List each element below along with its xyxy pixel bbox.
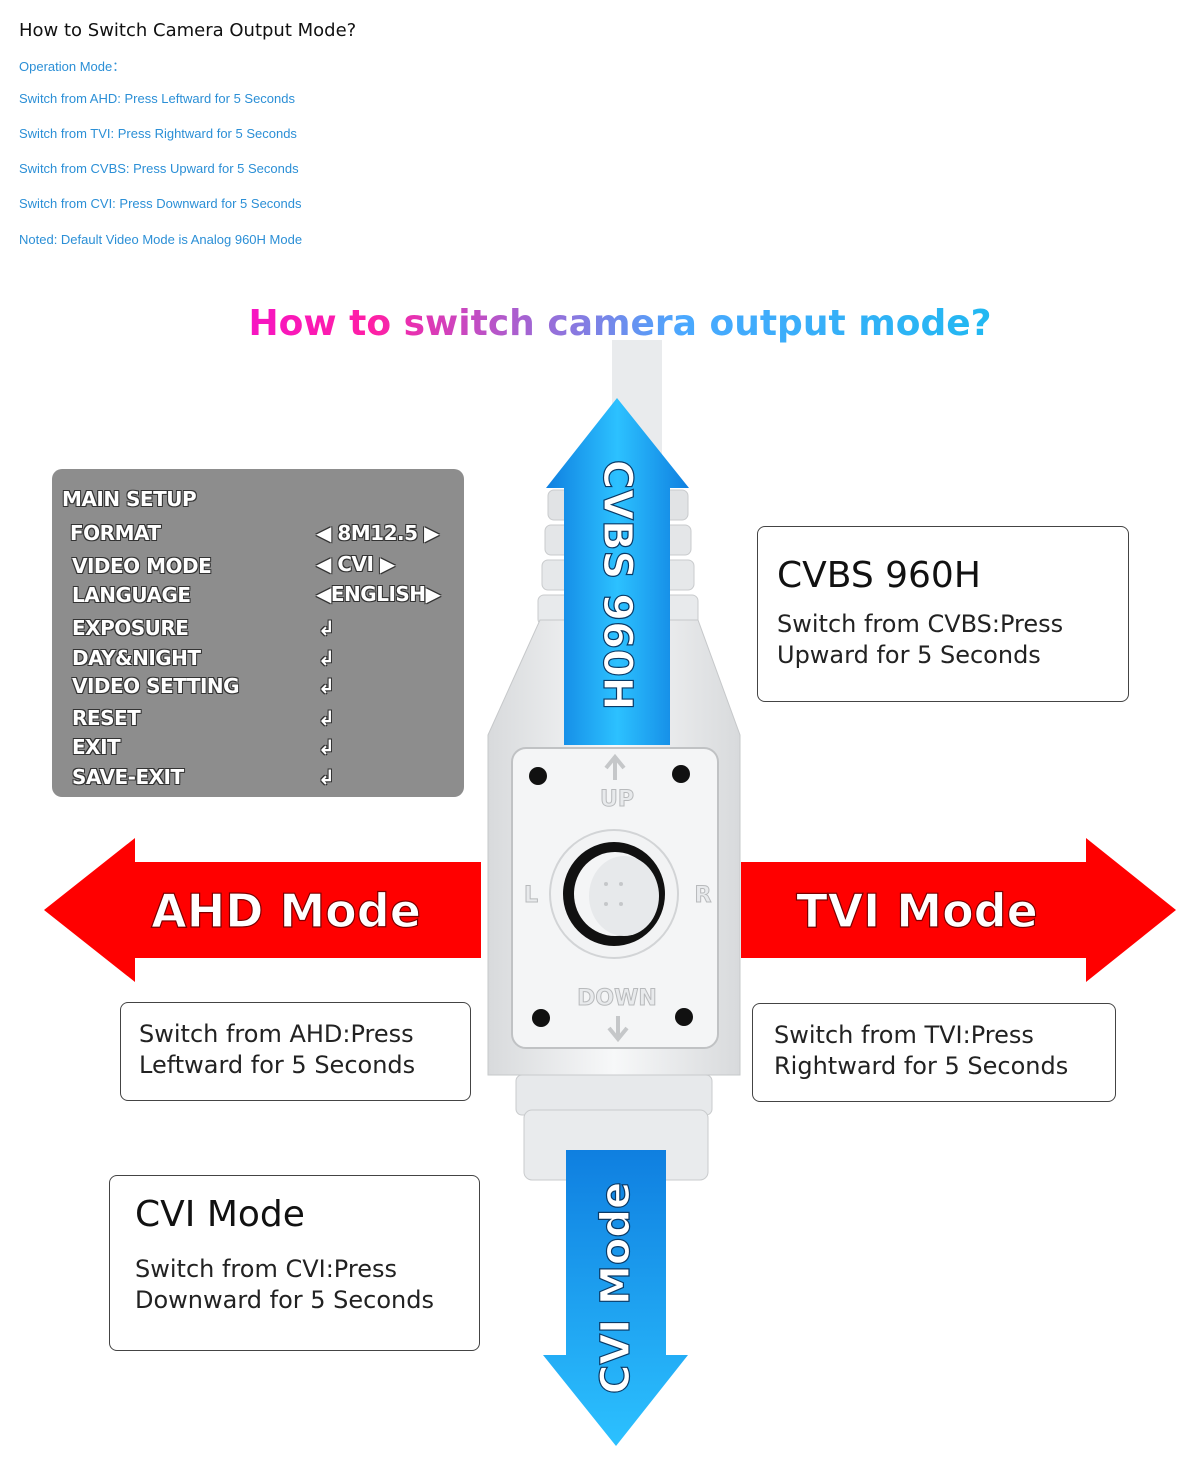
- menu-item-day-night: DAY&NIGHT: [72, 646, 201, 670]
- ahd-arrow-label: AHD Mode: [151, 884, 421, 938]
- joystick-down-label: DOWN: [577, 986, 657, 1011]
- intro-line-operation-mode: Operation Mode：: [19, 59, 126, 74]
- tvi-info-box: Switch from TVI:Press Rightward for 5 Se…: [752, 1003, 1116, 1102]
- menu-enter-icon-exit: ↲: [318, 735, 335, 759]
- cvbs-arrow-label: CVBS 960H: [594, 460, 640, 711]
- joystick-left-label: L: [524, 883, 538, 908]
- intro-line-ahd: Switch from AHD: Press Leftward for 5 Se…: [19, 91, 295, 106]
- intro-section: How to Switch Camera Output Mode? Operat…: [19, 20, 719, 247]
- joystick-right-label: R: [695, 883, 712, 908]
- cvi-box-text: Switch from CVI:Press Downward for 5 Sec…: [135, 1254, 434, 1316]
- menu-value-format: ◀ 8M12.5 ▶: [316, 521, 439, 545]
- up-direction-icon: [604, 753, 626, 780]
- tvi-arrow-label: TVI Mode: [796, 884, 1038, 938]
- ahd-box-line2: Leftward for 5 Seconds: [139, 1051, 416, 1079]
- joystick-knob: [549, 829, 679, 959]
- menu-item-video-setting: VIDEO SETTING: [72, 674, 240, 698]
- cvi-box-title: CVI Mode: [135, 1194, 305, 1235]
- osd-main-setup-menu: MAIN SETUP FORMAT ◀ 8M12.5 ▶ VIDEO MODE …: [52, 469, 464, 797]
- ahd-box-text: Switch from AHD:Press Leftward for 5 Sec…: [139, 1019, 415, 1081]
- tvi-box-text: Switch from TVI:Press Rightward for 5 Se…: [774, 1020, 1068, 1082]
- cvi-box-line1: Switch from CVI:Press: [135, 1255, 397, 1283]
- joystick-up-label: UP: [600, 787, 634, 812]
- menu-item-exposure: EXPOSURE: [72, 616, 189, 640]
- menu-item-reset: RESET: [72, 706, 141, 730]
- intro-line-tvi: Switch from TVI: Press Rightward for 5 S…: [19, 126, 297, 141]
- ahd-left-arrow: [44, 838, 481, 982]
- cvbs-box-text: Switch from CVBS:Press Upward for 5 Seco…: [777, 609, 1063, 671]
- cvi-arrow-label: CVI Mode: [593, 1182, 639, 1394]
- down-direction-icon: [607, 1016, 629, 1043]
- tvi-box-line2: Rightward for 5 Seconds: [774, 1052, 1069, 1080]
- menu-value-video-mode: ◀ CVI ▶: [316, 552, 395, 576]
- menu-item-video-mode: VIDEO MODE: [72, 554, 212, 578]
- ahd-info-box: Switch from AHD:Press Leftward for 5 Sec…: [120, 1002, 471, 1101]
- diagram-headline: How to switch camera output mode?: [0, 303, 1200, 344]
- cvbs-info-box: CVBS 960H Switch from CVBS:Press Upward …: [757, 526, 1129, 702]
- menu-item-language: LANGUAGE: [72, 583, 191, 607]
- menu-enter-icon-save-exit: ↲: [318, 765, 335, 789]
- menu-enter-icon-day-night: ↲: [318, 646, 335, 670]
- screw-hole-bottom-left: [532, 1009, 550, 1027]
- menu-item-save-exit: SAVE-EXIT: [72, 765, 184, 789]
- menu-item-exit: EXIT: [72, 735, 121, 759]
- cvi-box-line2: Downward for 5 Seconds: [135, 1286, 435, 1314]
- menu-value-language: ◀ENGLISH▶: [316, 582, 441, 606]
- cvbs-box-line1: Switch from CVBS:Press: [777, 610, 1064, 638]
- menu-enter-icon-reset: ↲: [318, 706, 335, 730]
- menu-title: MAIN SETUP: [62, 487, 197, 511]
- intro-line-cvi: Switch from CVI: Press Downward for 5 Se…: [19, 196, 302, 211]
- cvbs-up-arrow: [546, 398, 689, 745]
- intro-line-note: Noted: Default Video Mode is Analog 960H…: [19, 232, 303, 247]
- menu-item-format: FORMAT: [70, 521, 161, 545]
- cvbs-box-line2: Upward for 5 Seconds: [777, 641, 1041, 669]
- tvi-box-line1: Switch from TVI:Press: [774, 1021, 1034, 1049]
- housing-bottom: [515, 1074, 713, 1116]
- cvi-info-box: CVI Mode Switch from CVI:Press Downward …: [109, 1175, 480, 1351]
- ahd-box-line1: Switch from AHD:Press: [139, 1020, 414, 1048]
- cvi-down-arrow: [543, 1150, 688, 1446]
- screw-hole-bottom-right: [675, 1008, 693, 1026]
- tvi-right-arrow: [741, 838, 1176, 982]
- screw-hole-top-right: [672, 765, 690, 783]
- menu-enter-icon-video-setting: ↲: [318, 674, 335, 698]
- intro-line-cvbs: Switch from CVBS: Press Upward for 5 Sec…: [19, 161, 299, 176]
- screw-hole-top-left: [529, 767, 547, 785]
- menu-enter-icon-exposure: ↲: [318, 616, 335, 640]
- intro-title: How to Switch Camera Output Mode?: [19, 20, 357, 41]
- cvbs-box-title: CVBS 960H: [777, 555, 981, 596]
